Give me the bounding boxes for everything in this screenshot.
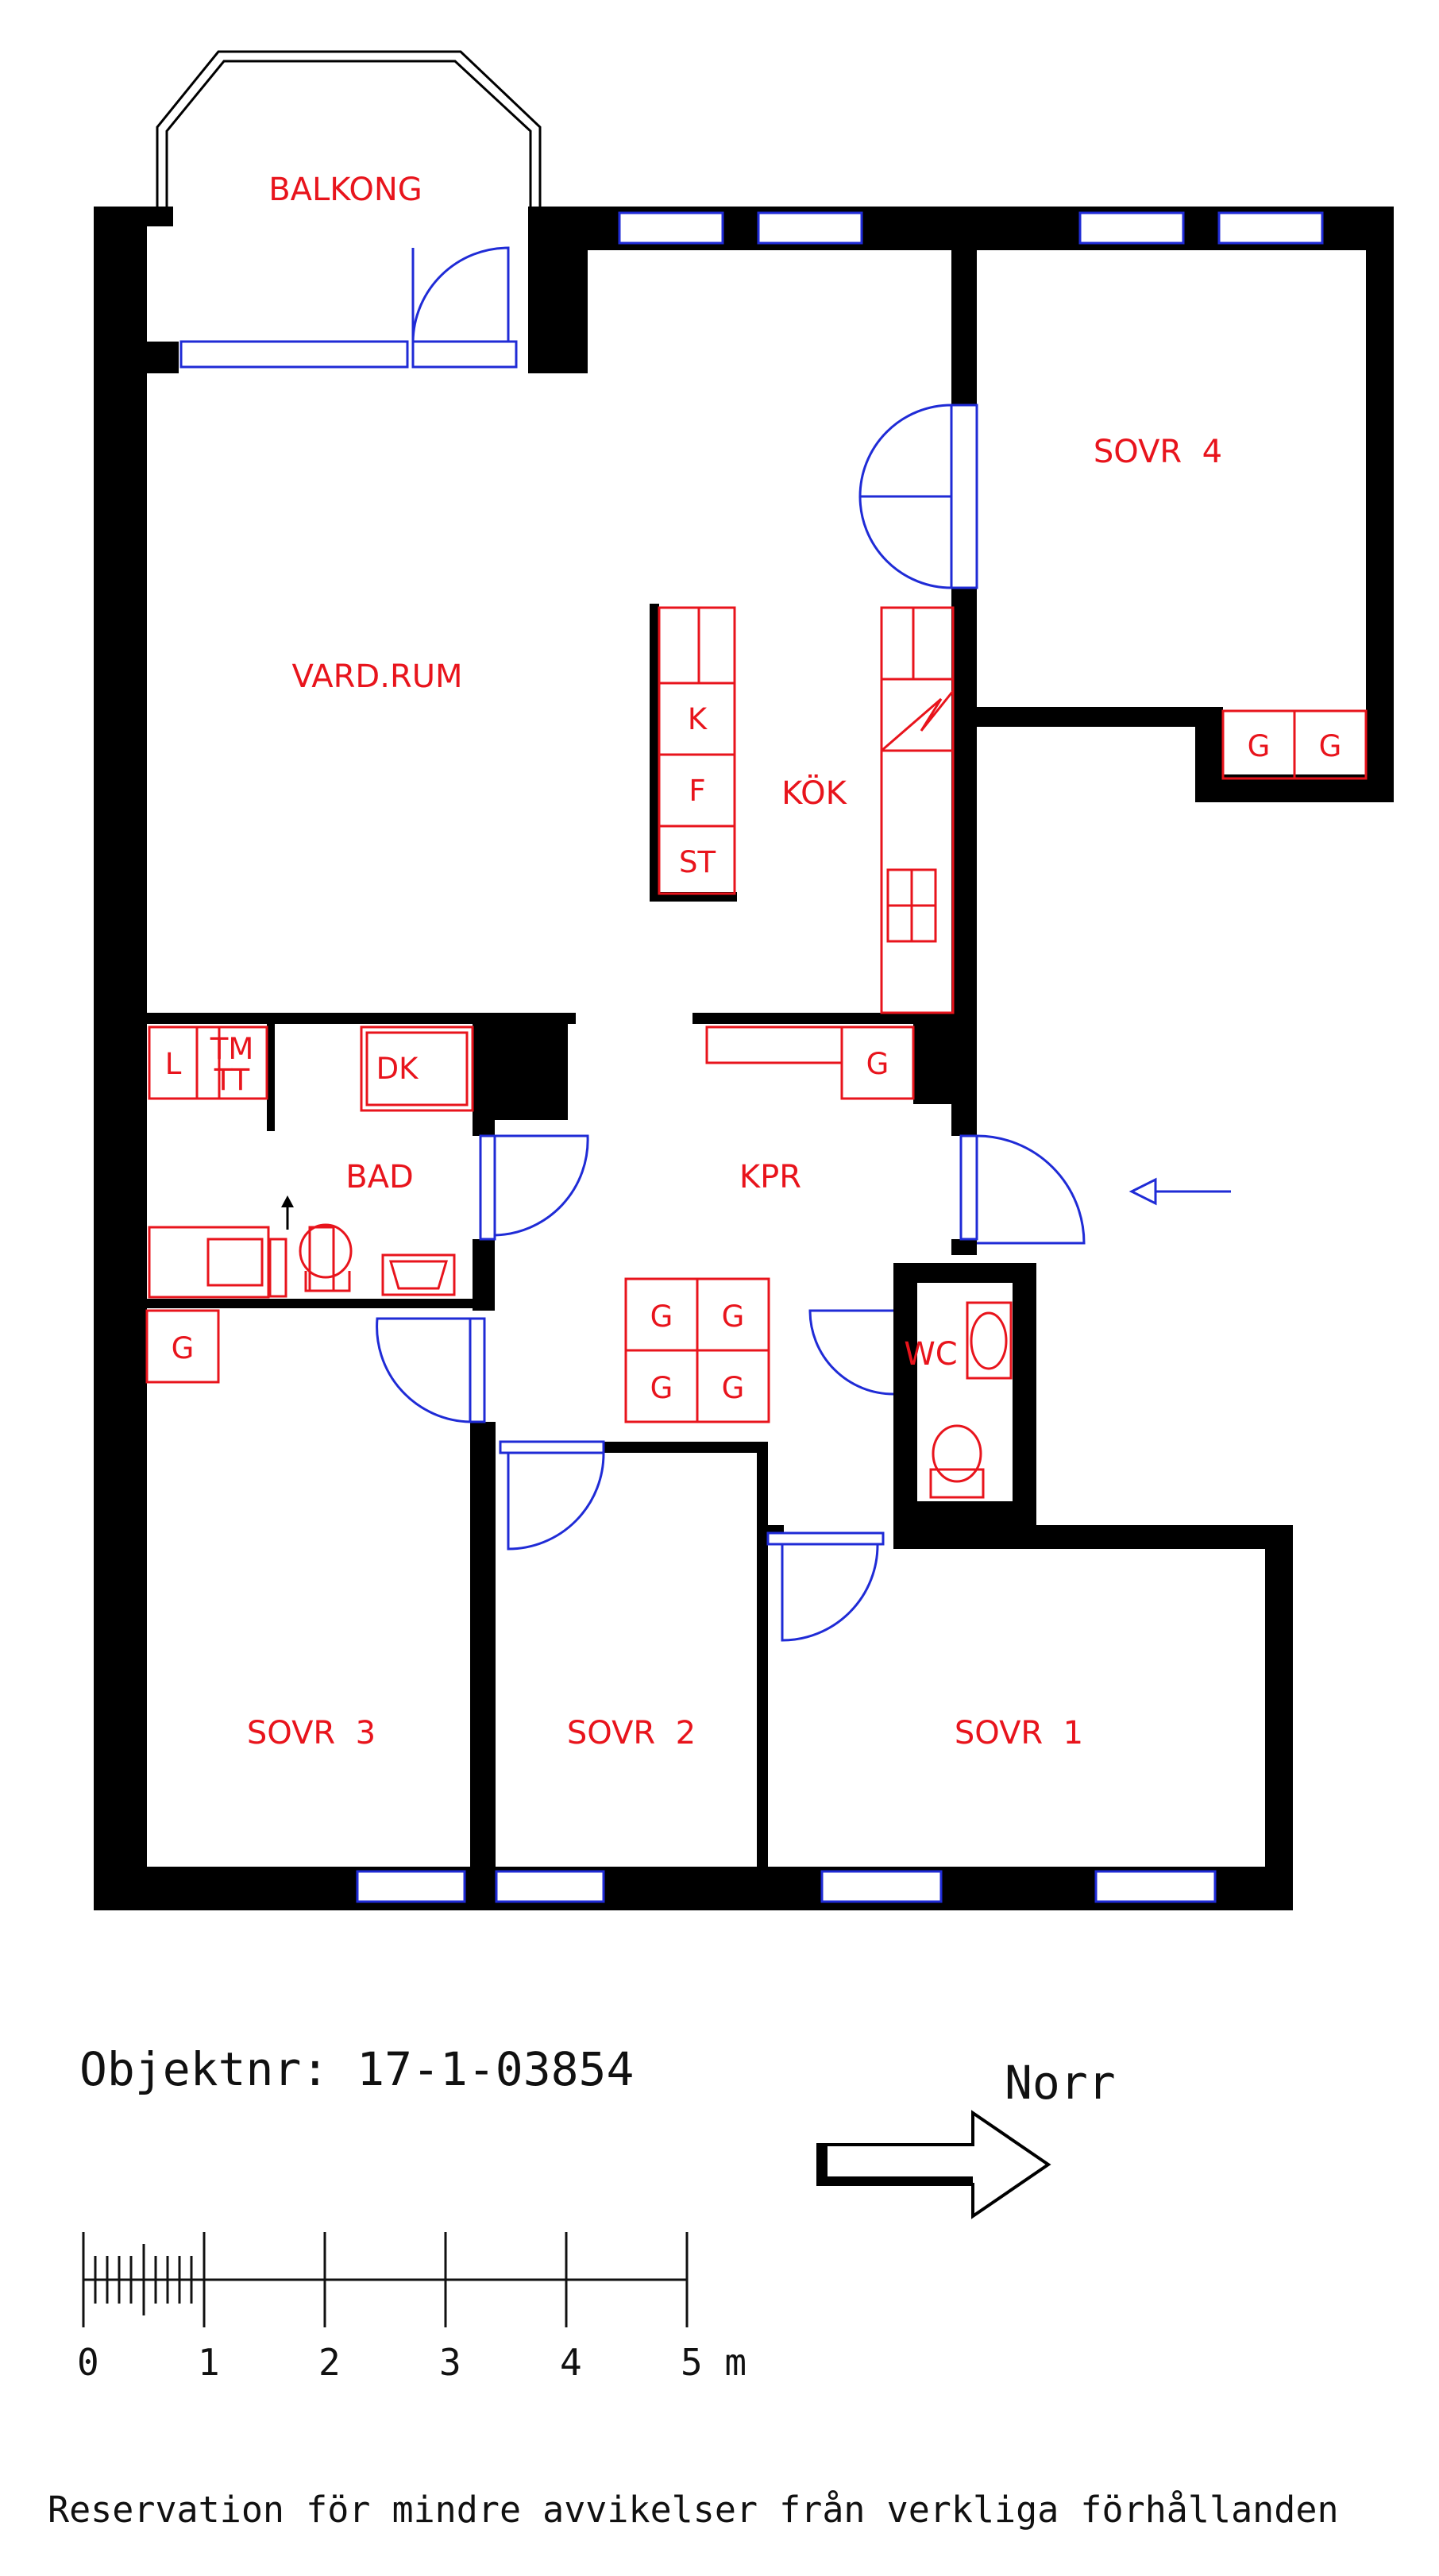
closet-g-label: G — [650, 1371, 673, 1405]
doors — [376, 246, 1086, 1642]
closet-g-label: G — [866, 1047, 889, 1081]
disclaimer: Reservation för mindre avvikelser från v… — [48, 2489, 1339, 2531]
room-label-balkong: BALKONG — [268, 172, 422, 208]
bath-dk-label: DK — [376, 1052, 419, 1086]
room-label-kok: KÖK — [781, 774, 848, 812]
windows — [179, 211, 1324, 1903]
room-label-bad: BAD — [345, 1159, 414, 1195]
room-label-vardrum: VARD.RUM — [291, 658, 462, 695]
scale-tick-label: 5 m — [681, 2341, 747, 2384]
north-label: Norr — [1005, 2056, 1116, 2110]
closet-g-label: G — [722, 1371, 745, 1405]
fixtures — [145, 606, 1368, 1499]
scale-bar: 0 1 2 3 4 5 m — [77, 2232, 747, 2384]
room-label-kpr: KPR — [739, 1159, 801, 1195]
room-labels: BALKONG VARD.RUM KÖK SOVR 4 BAD KPR WC S… — [247, 172, 1222, 1751]
bath-tm-label: TM — [210, 1032, 254, 1066]
walls — [94, 207, 1394, 1910]
kitchen-k-label: K — [688, 702, 708, 736]
closet-g-label: G — [1319, 729, 1342, 763]
bath-l-label: L — [165, 1047, 182, 1081]
bath-tt-label: TT — [214, 1063, 250, 1097]
closet-g-label: G — [172, 1331, 195, 1365]
north-arrow-icon — [816, 2110, 1051, 2219]
scale-tick-label: 2 — [318, 2341, 341, 2384]
scale-tick-label: 0 — [77, 2341, 99, 2384]
caption: Objektnr: 17-1-03854 Norr 0 1 — [48, 2042, 1339, 2531]
entry-arrow-icon — [1128, 1177, 1231, 1206]
scale-tick-label: 1 — [198, 2341, 220, 2384]
room-label-sovr4: SOVR 4 — [1094, 434, 1222, 470]
room-label-wc: WC — [904, 1336, 957, 1373]
object-number: Objektnr: 17-1-03854 — [79, 2042, 634, 2096]
kitchen-st-label: ST — [679, 845, 716, 879]
closet-g-label: G — [1248, 729, 1271, 763]
kitchen-f-label: F — [689, 774, 705, 808]
closet-g-label: G — [650, 1300, 673, 1334]
scale-tick-label: 4 — [560, 2341, 582, 2384]
room-label-sovr2: SOVR 2 — [567, 1715, 696, 1751]
fixture-labels: K F ST G G G G G G G G L TM TT DK — [165, 702, 1342, 1405]
room-label-sovr1: SOVR 1 — [955, 1715, 1083, 1751]
scale-tick-label: 3 — [439, 2341, 461, 2384]
closet-g-label: G — [722, 1300, 745, 1334]
room-label-sovr3: SOVR 3 — [247, 1715, 376, 1751]
balcony-outline — [156, 50, 542, 207]
